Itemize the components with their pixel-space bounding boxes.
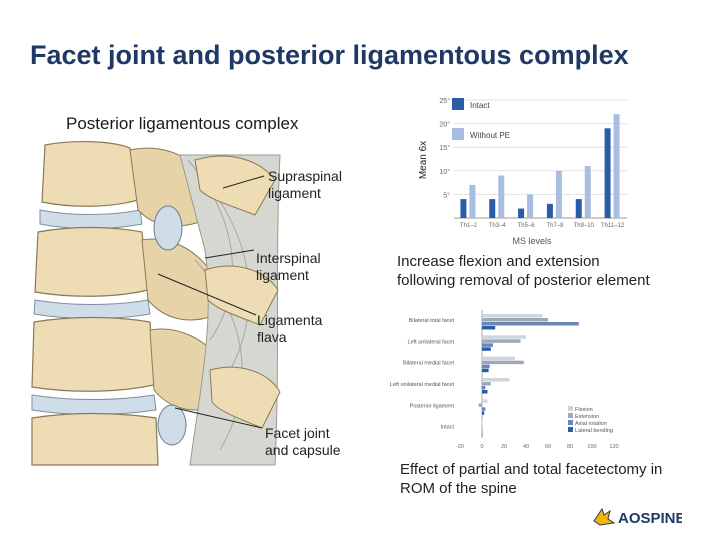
spine-illustration (31, 140, 281, 466)
chart2-category-label: Bilateral total facet (409, 318, 455, 324)
chart2-category-label: Left unilateral medial facet (390, 382, 455, 388)
chart2-legend-label: Extension (575, 414, 599, 420)
chart1-bar-without-pe (613, 114, 620, 218)
chart2-bar-axial-rotation (482, 364, 490, 369)
chart2-bar-lateral-bending (482, 347, 491, 351)
chart2-bar-axial-rotation (482, 343, 493, 347)
chart1-bar-without-pe (527, 194, 534, 218)
chart2-bar-flexion (482, 356, 515, 361)
chart2-bar-extension (482, 360, 524, 365)
chart1-bar-intact (546, 203, 553, 218)
chart2-legend-label: Axial rotation (575, 421, 607, 427)
aospine-emblem-icon (593, 507, 616, 526)
chart2-bar-axial-rotation (482, 428, 483, 433)
interspinal-leader-line (204, 249, 255, 259)
chart2-bar-lateral-bending (482, 368, 489, 373)
chart1-bar-without-pe (469, 184, 476, 218)
chart2-legend-swatch (568, 413, 573, 418)
chart2-bar-extension (478, 403, 482, 407)
chart1-bar-intact (489, 199, 496, 218)
chart2-legend-label: Flexion (575, 407, 593, 413)
chart1-y-tick: 10° (439, 168, 450, 176)
chart2-bar-axial-rotation (482, 407, 486, 411)
chart1-bar-intact (604, 128, 611, 218)
chart2-x-tick: 40 (523, 444, 529, 450)
chart1-legend-swatch (452, 128, 464, 140)
chart2-bar-extension (482, 382, 491, 386)
supraspinal-leader-line (222, 175, 265, 189)
chart1-category-label: Th11–12 (601, 223, 625, 229)
chart2-bar-flexion (482, 378, 510, 382)
chart2-bar-flexion (482, 335, 526, 339)
chart2-category-label: Posterior ligament (410, 403, 455, 409)
ligamenta-flava-leader-line (157, 273, 257, 316)
chart1-legend-label: Without PE (470, 131, 510, 140)
section-subtitle: Posterior ligamentous complex (66, 114, 299, 133)
chart1-bar-without-pe (584, 166, 591, 218)
chart1-category-label: Th7–8 (546, 223, 564, 229)
chart2-bar-lateral-bending (482, 411, 485, 415)
chart1-bar-without-pe (498, 175, 505, 218)
chart2-legend-label: Lateral bending (575, 428, 613, 434)
chart1-y-tick: 20° (439, 121, 450, 129)
chart2-legend-swatch (568, 406, 573, 411)
chart1-category-label: Th5–6 (518, 223, 536, 229)
chart2-bar-flexion (482, 420, 483, 425)
chart2-category-label: Bilateral medial facet (403, 361, 455, 367)
aospine-logo: AOSPINE (592, 505, 686, 529)
chart2-bar-lateral-bending (482, 432, 483, 437)
facet-joint-leader-line (174, 407, 263, 429)
chart1-bar-intact (518, 208, 525, 218)
chart2-x-tick: 100 (587, 444, 596, 450)
chart1-y-axis-label: Mean 6x (418, 141, 429, 179)
chart1-y-tick: 15° (439, 144, 450, 152)
chart2-x-tick: 80 (567, 444, 573, 450)
chart1-bar-without-pe (555, 170, 562, 218)
chart2-legend-swatch (568, 427, 573, 432)
slide-title: Facet joint and posterior ligamentous co… (30, 40, 629, 70)
chart1-x-axis-label: MS levels (512, 236, 552, 246)
chart2-bar-lateral-bending (482, 390, 488, 394)
chart2-x-tick: 0 (480, 444, 483, 450)
chart1-category-label: Th3–4 (489, 223, 507, 229)
chart2-bar-extension (482, 424, 483, 429)
chart2-bar-extension (482, 339, 521, 343)
chart2-legend-swatch (568, 420, 573, 425)
chart2-x-tick: 60 (545, 444, 551, 450)
chart2-bar-axial-rotation (482, 386, 486, 390)
chart2-category-label: Left unilateral facet (408, 339, 455, 345)
chart1-legend-label: Intact (470, 101, 490, 110)
chart2-bar-axial-rotation (482, 322, 579, 326)
chart1-bar-intact (460, 199, 467, 218)
chart1-bar-intact (575, 199, 582, 218)
chart2-bar-flexion (482, 399, 488, 403)
chart1-y-tick: 25° (439, 97, 450, 105)
chart2-bar-extension (482, 318, 548, 322)
caption-bottom: Effect of partial and total facetectomy … (400, 461, 663, 497)
chart1-category-label: Th1–2 (460, 223, 478, 229)
chart1-y-tick: 5° (443, 191, 450, 199)
chart2-bar-lateral-bending (482, 326, 496, 330)
chart2-x-tick: 20 (501, 444, 507, 450)
chart1-legend-swatch (452, 98, 464, 110)
chart2-x-tick: -20 (456, 444, 464, 450)
chart2-bar-flexion (482, 314, 543, 318)
rom-vertical-bar-chart: 5° 10° 15° 20° 25° Th1–2 Th3–4 Th5–6 Th7–8 Th9–1… (418, 97, 627, 246)
chart2-x-tick: 120 (609, 444, 618, 450)
logo-text: AOSPINE (618, 510, 682, 527)
chart1-category-label: Th9–10 (574, 223, 595, 229)
chart2-category-label: Intact (441, 425, 455, 431)
